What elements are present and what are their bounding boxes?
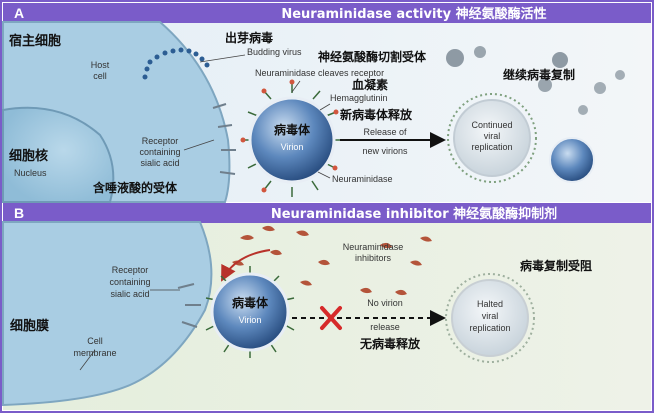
receptors-panel-a (212, 103, 236, 175)
panel-a-title: Neuraminidase activity 神经氨酸酶活性 (281, 6, 546, 22)
panel-b-title: Neuraminidase inhibitor 神经氨酸酶抑制剂 (271, 206, 557, 222)
label-virus-cn-b: 病毒体 (232, 295, 269, 310)
label-receptor-cn: 含唾液酸的受体 (93, 180, 178, 195)
cross-mark (320, 306, 342, 330)
label-inhibitors-en1: Neuraminidase (343, 242, 404, 252)
virion-b (205, 266, 295, 358)
label-halted-en3: replication (469, 323, 510, 333)
nucleus (2, 106, 115, 203)
label-continued-en1: Continued (471, 120, 512, 130)
label-receptor-en3: sialic acid (140, 158, 179, 168)
receptors-panel-b (177, 283, 201, 328)
panel-b: B Neuraminidase inhibitor 神经氨酸酶抑制剂 (2, 203, 651, 410)
label-nucleus-en: Nucleus (14, 168, 47, 178)
label-receptor-en1: Receptor (142, 136, 179, 146)
label-hemag-cn: 血凝素 (352, 77, 388, 92)
label-virion-en-b: Virion (239, 315, 262, 325)
label-release-cn: 新病毒体释放 (340, 107, 413, 122)
label-release-en1: Release of (363, 127, 407, 137)
label-budding-cn: 出芽病毒 (225, 30, 273, 45)
continued-virion (447, 93, 537, 183)
panel-a: A Neuraminidase activity 神经氨酸酶活性 (2, 3, 651, 203)
label-continued-cn: 继续病毒复制 (503, 67, 575, 82)
label-halted-en1: Halted (477, 299, 503, 309)
panel-b-header (3, 203, 651, 223)
floating-virions-a (446, 46, 625, 115)
label-host-cell-cn: 宿主细胞 (9, 33, 61, 49)
label-norelease-cn: 无病毒释放 (359, 336, 421, 351)
halted-virion (445, 273, 535, 363)
budding-virus-dots (142, 47, 210, 80)
label-receptor-en2: containing (139, 147, 180, 157)
label-continued-en3: replication (471, 142, 512, 152)
panel-a-letter: A (14, 5, 24, 21)
label-receptor-b-en3: sialic acid (110, 289, 149, 299)
label-release-en2: new virions (362, 146, 408, 156)
label-budding-en: Budding virus (247, 47, 302, 57)
leader-lines-a (183, 54, 331, 179)
label-nucleus-cn: 细胞核 (9, 148, 48, 164)
cell-b (2, 221, 213, 407)
label-norelease-en2: release (370, 322, 400, 332)
label-cleaves-en: Neuraminidase cleaves receptor (255, 68, 384, 78)
small-virion-a (549, 137, 595, 183)
label-membrane-cn: 细胞膜 (10, 318, 49, 334)
label-cleaves-cn: 神经氨酸酶切割受体 (318, 49, 427, 64)
label-hemag-en: Hemagglutinin (330, 93, 388, 103)
label-membrane-en1: Cell (87, 336, 103, 346)
label-receptor-b-en1: Receptor (112, 265, 149, 275)
label-host-cell-en1: Host (91, 60, 110, 70)
label-membrane-en2: membrane (73, 348, 116, 358)
label-norelease-en1: No virion (367, 298, 403, 308)
label-receptor-b-en2: containing (109, 277, 150, 287)
virion-a (240, 79, 341, 197)
label-host-cell-en2: cell (93, 71, 107, 81)
panel-a-header (3, 3, 651, 23)
panel-b-letter: B (14, 205, 24, 221)
label-neuraminidase-en: Neuraminidase (332, 174, 393, 184)
label-halted-en2: viral (482, 311, 499, 321)
label-blocked-cn: 病毒复制受阻 (520, 258, 592, 273)
label-virion-en-a: Virion (281, 142, 304, 152)
inhibitor-arrow (221, 249, 271, 282)
label-virus-cn-a: 病毒体 (274, 122, 311, 137)
leader-lines-b (79, 289, 180, 371)
label-inhibitors-en2: inhibitors (355, 253, 392, 263)
label-continued-en2: viral (484, 131, 501, 141)
